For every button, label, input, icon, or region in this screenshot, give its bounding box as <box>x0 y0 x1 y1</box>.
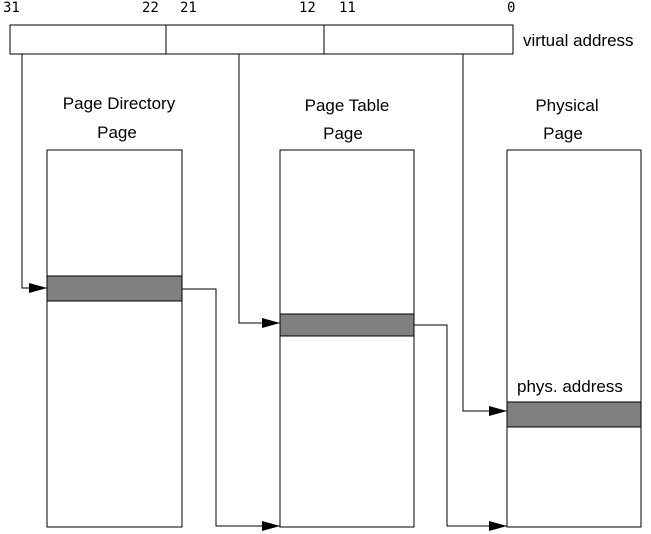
offset-arrow <box>462 54 507 416</box>
page-table-entry <box>279 313 415 337</box>
bit-label-12: 12 <box>299 0 316 16</box>
physical-page-title: Physical <box>535 96 598 115</box>
bit-label-11: 11 <box>339 0 356 16</box>
page-table-title-line2: Page <box>323 124 363 143</box>
table-index-arrow <box>238 54 280 328</box>
table-to-physical-arrow <box>414 324 507 531</box>
directory-to-table-arrow <box>182 288 280 531</box>
virtual-address-box <box>9 24 514 55</box>
page-directory-title-line2: Page <box>97 123 137 142</box>
phys-address-label: phys. address <box>517 377 623 396</box>
bit-label-0: 0 <box>507 0 515 16</box>
page-table-title: Page Table <box>305 96 390 115</box>
page-directory-box <box>46 149 183 528</box>
directory-index-arrow <box>21 54 47 293</box>
physical-page-box <box>506 149 642 528</box>
page-directory-title: Page Directory <box>63 94 176 113</box>
physical-address-entry <box>506 401 642 428</box>
page-table-box <box>279 149 415 528</box>
page-directory-entry <box>46 275 183 302</box>
physical-page-title-line2: Page <box>543 124 583 143</box>
virtual-address-label: virtual address <box>523 31 634 50</box>
bit-label-22: 22 <box>142 0 159 16</box>
bit-label-31: 31 <box>3 0 20 16</box>
bit-label-21: 21 <box>180 0 197 16</box>
virtual-address-bar <box>9 24 514 55</box>
